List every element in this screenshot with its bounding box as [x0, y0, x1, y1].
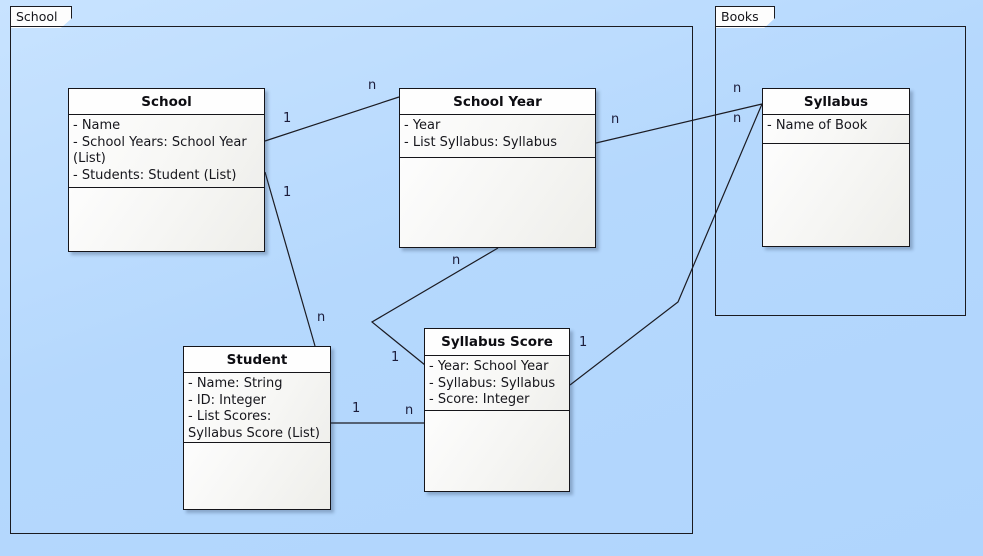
- multiplicity-label: 1: [283, 111, 292, 126]
- multiplicity-label: n: [317, 310, 326, 325]
- multiplicity-label: 1: [391, 350, 400, 365]
- class-box-school[interactable]: School- Name- School Years: School Year …: [68, 88, 265, 252]
- class-operations-syllabus: [763, 144, 909, 246]
- package-tab-school-package[interactable]: School: [10, 6, 72, 28]
- attribute-row: - Score: Integer: [429, 392, 530, 407]
- multiplicity-label: 1: [579, 335, 588, 350]
- class-operations-school: [69, 188, 264, 251]
- class-name-syllabus: Syllabus: [763, 89, 909, 115]
- attribute-row: - Year: [404, 118, 441, 133]
- multiplicity-label: n: [368, 78, 377, 93]
- attribute-row: - Name: [73, 118, 121, 133]
- class-name-school-year: School Year: [400, 89, 595, 115]
- attribute-row: - Name: String: [188, 376, 283, 391]
- class-operations-syllabus-score: [425, 411, 569, 491]
- attribute-row: - Syllabus: Syllabus: [429, 375, 556, 391]
- class-attributes-school-year: - Year- List Syllabus: Syllabus: [400, 115, 595, 158]
- attribute-row: - Name of Book: [767, 118, 868, 133]
- attribute-row: - List Syllabus: Syllabus: [404, 134, 557, 150]
- class-operations-student: [184, 443, 330, 509]
- class-box-syllabus[interactable]: Syllabus - Name of Book: [762, 88, 910, 247]
- class-attributes-syllabus-score: - Year: School Year- Syllabus: Syllabus-…: [425, 356, 569, 411]
- multiplicity-label: n: [733, 81, 742, 96]
- attribute-row: - School Years: School Year (List): [73, 134, 247, 167]
- class-attributes-syllabus: - Name of Book: [763, 115, 909, 144]
- multiplicity-label: n: [733, 111, 742, 126]
- multiplicity-label: n: [611, 112, 620, 127]
- class-box-student[interactable]: Student- Name: String- ID: Integer- List…: [183, 346, 331, 510]
- multiplicity-label: 1: [283, 185, 292, 200]
- class-name-student: Student: [184, 347, 330, 373]
- class-box-school-year[interactable]: School Year- Year- List Syllabus: Syllab…: [399, 88, 596, 248]
- multiplicity-label: n: [405, 403, 414, 418]
- class-name-syllabus-score: Syllabus Score: [425, 329, 569, 356]
- package-tab-books-package[interactable]: Books: [715, 6, 775, 28]
- attribute-row: - Students: Student (List): [73, 167, 237, 183]
- class-attributes-school: - Name- School Years: School Year (List)…: [69, 115, 264, 188]
- multiplicity-label: 1: [352, 401, 361, 416]
- multiplicity-label: n: [452, 253, 461, 268]
- class-name-school: School: [69, 89, 264, 115]
- class-attributes-student: - Name: String- ID: Integer- List Scores…: [184, 373, 330, 443]
- attribute-row: - List Scores: Syllabus Score (List): [188, 409, 320, 441]
- attribute-row: - Year: School Year: [429, 359, 549, 374]
- class-box-syllabus-score[interactable]: Syllabus Score- Year: School Year- Sylla…: [424, 328, 570, 492]
- class-operations-school-year: [400, 158, 595, 247]
- attribute-row: - ID: Integer: [188, 392, 266, 408]
